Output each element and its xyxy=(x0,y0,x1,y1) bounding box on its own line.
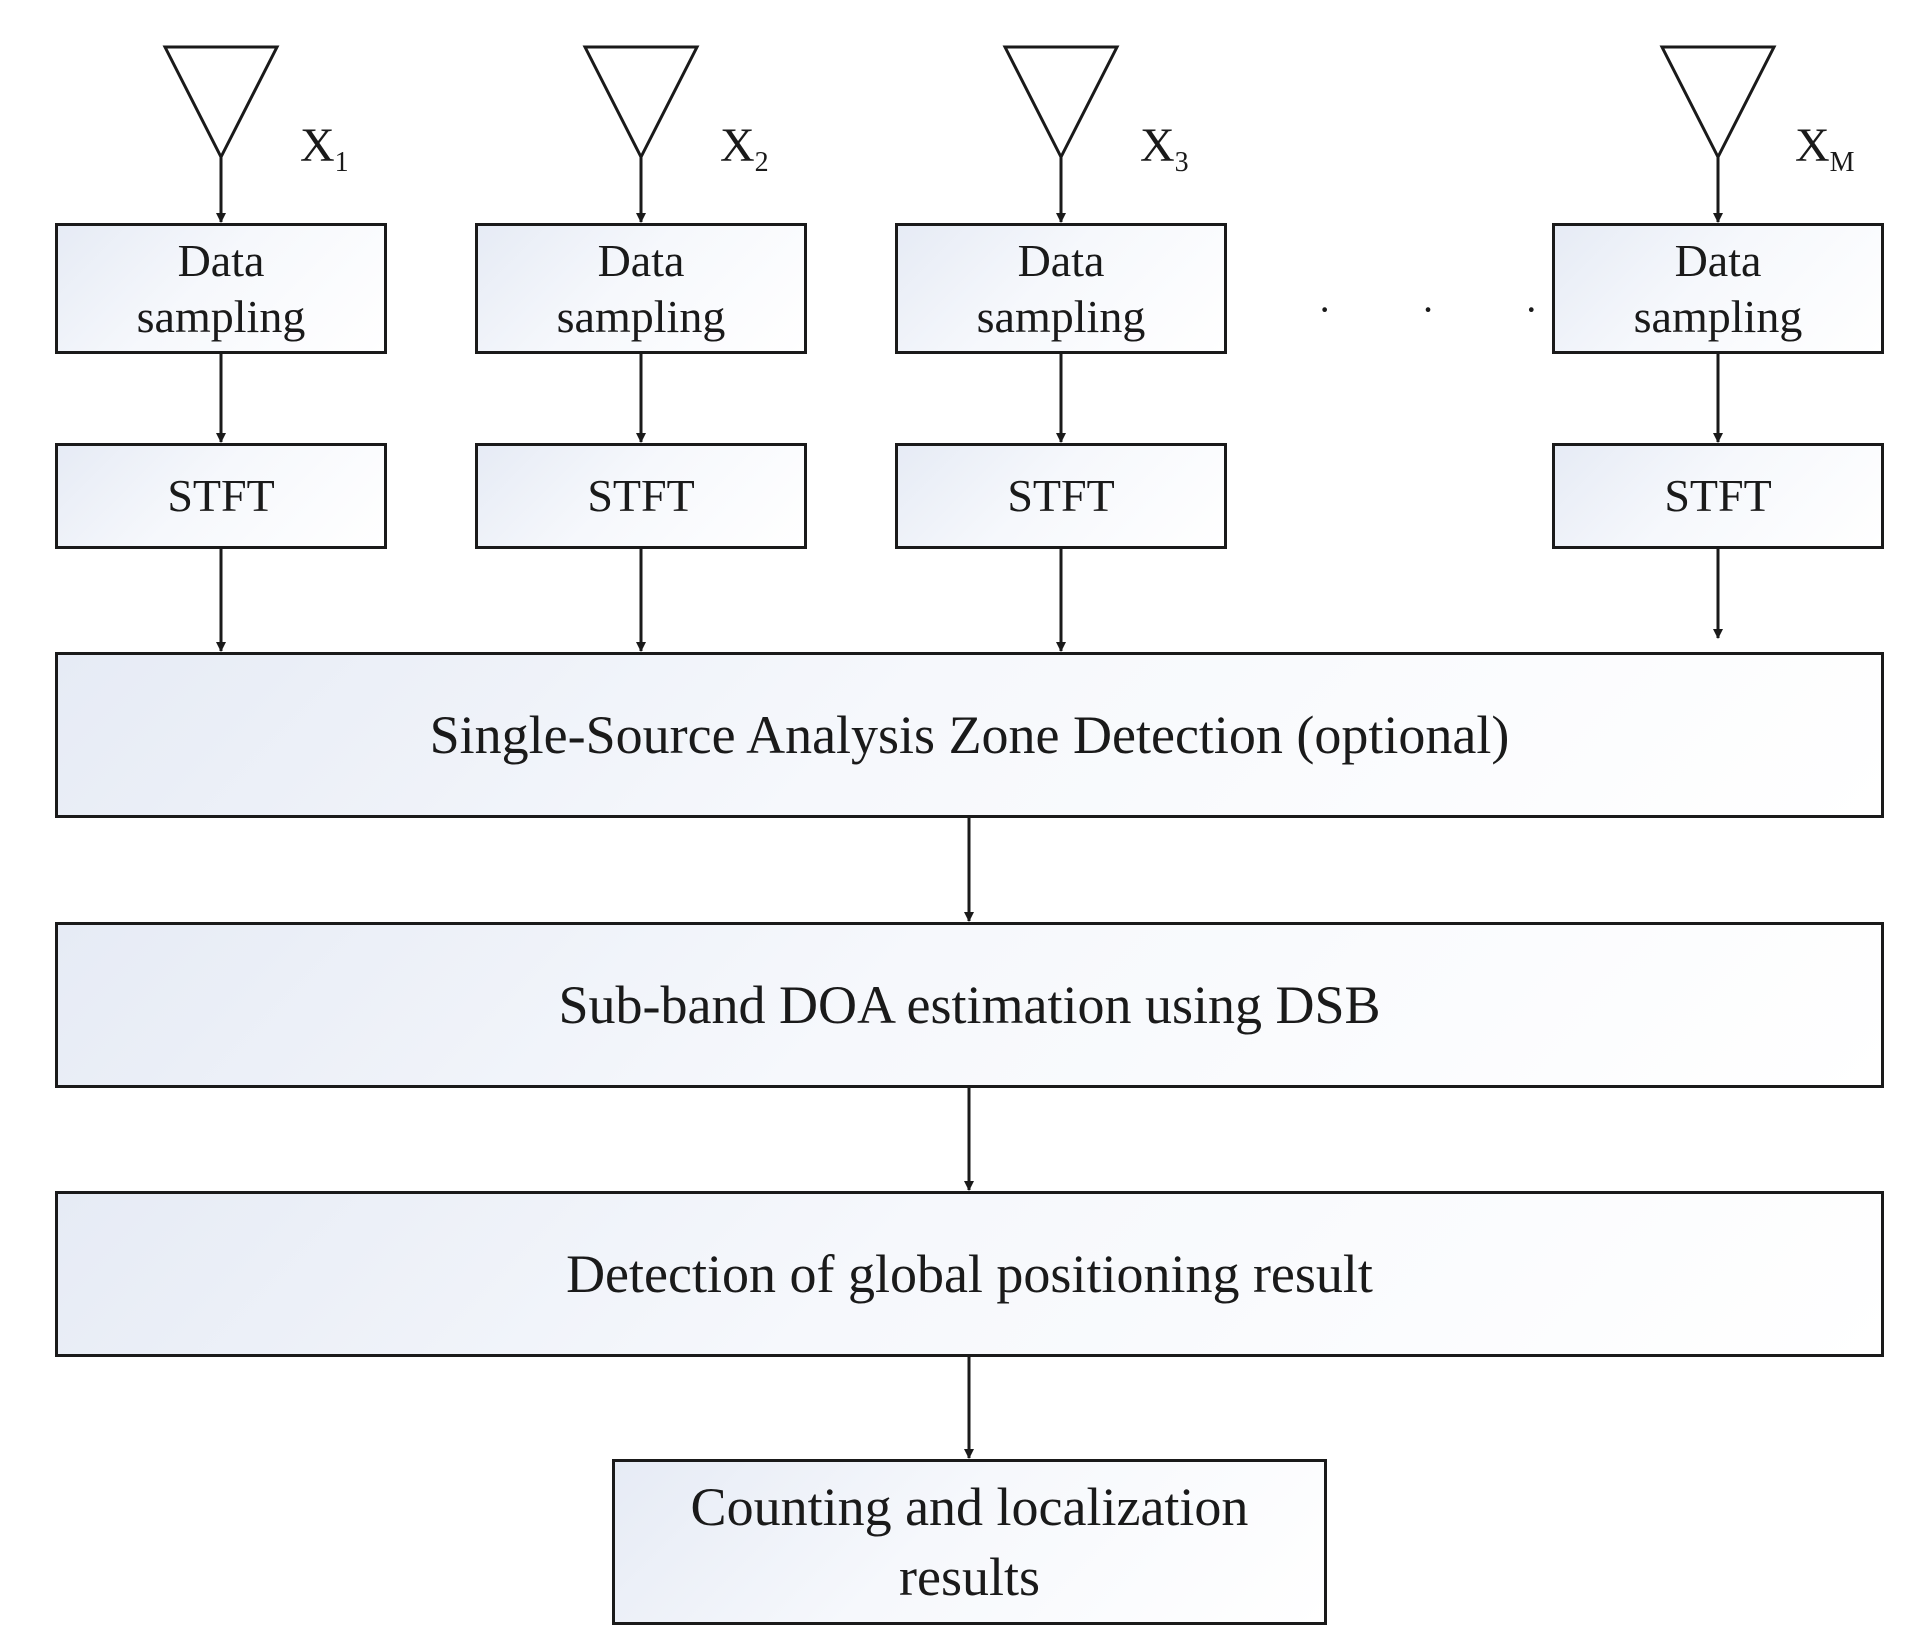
data-sampling-box-3: Data sampling xyxy=(895,223,1227,354)
global-detection-box: Detection of global positioning result xyxy=(55,1191,1884,1357)
data-sampling-box-1: Data sampling xyxy=(55,223,387,354)
antenna-label-x3: X3 xyxy=(1140,119,1189,178)
channel-ellipsis: · · · xyxy=(1318,287,1578,332)
stft-box-3: STFT xyxy=(895,443,1227,549)
antenna-icon-m xyxy=(1659,45,1777,161)
antenna-icon-3 xyxy=(1002,45,1120,161)
zone-detection-box: Single-Source Analysis Zone Detection (o… xyxy=(55,652,1884,818)
data-sampling-box-2: Data sampling xyxy=(475,223,807,354)
antenna-icon-1 xyxy=(162,45,280,161)
results-box: Counting and localization results xyxy=(612,1459,1327,1625)
stft-box-2: STFT xyxy=(475,443,807,549)
doa-estimation-box: Sub-band DOA estimation using DSB xyxy=(55,922,1884,1088)
stft-box-m: STFT xyxy=(1552,443,1884,549)
antenna-label-xm: XM xyxy=(1795,119,1855,178)
antenna-label-x2: X2 xyxy=(720,119,769,178)
data-sampling-box-m: Data sampling xyxy=(1552,223,1884,354)
antenna-icon-2 xyxy=(582,45,700,161)
stft-box-1: STFT xyxy=(55,443,387,549)
antenna-label-x1: X1 xyxy=(300,119,349,178)
